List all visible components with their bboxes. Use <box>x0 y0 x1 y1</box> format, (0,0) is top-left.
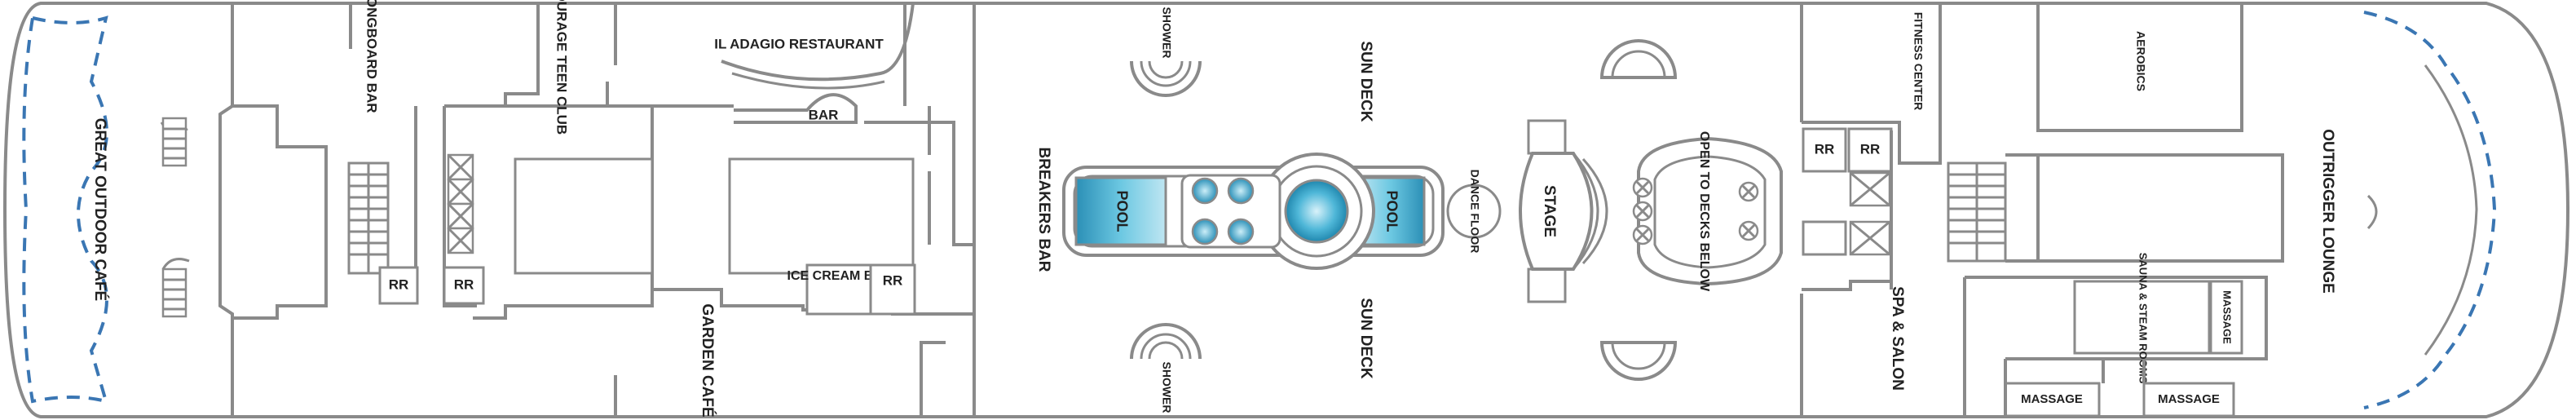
label-rr-4: RR <box>1815 141 1835 157</box>
massage-room-bottom-1 <box>2004 382 2101 418</box>
cafe-stairs-top <box>160 117 188 167</box>
label-longboard-bar: LONGBOARD BAR <box>364 0 380 113</box>
open-to-decks-below <box>1632 136 1783 286</box>
massage-room-bottom-2 <box>2142 382 2235 418</box>
label-massage-1: MASSAGE <box>2221 290 2234 344</box>
label-open-to-decks-below: OPEN TO DECKS BELOW <box>1697 131 1711 292</box>
seating-top <box>1599 39 1678 79</box>
pool-left <box>1074 176 1167 246</box>
label-great-outdoor-cafe: GREAT OUTDOOR CAFÉ <box>91 118 109 301</box>
label-sun-deck-top: SUN DECK <box>1357 41 1374 122</box>
fitness-walls <box>1802 3 2243 165</box>
outrigger-glass-dashed <box>2363 11 2497 409</box>
stage <box>1519 119 1608 303</box>
massage-partitions <box>2004 359 2146 417</box>
cafe-wall-left <box>218 3 234 417</box>
hot-tub-1 <box>1191 177 1219 205</box>
teen-club-walls <box>443 104 654 320</box>
il-adagio-curve-2 <box>731 72 885 90</box>
hot-tub-2 <box>1227 177 1255 205</box>
label-outrigger-lounge: OUTRIGGER LOUNGE <box>2319 129 2336 294</box>
label-pool-right: POOL <box>1383 190 1400 232</box>
ice-cream-bar-room <box>805 263 872 316</box>
teen-club-top-wall <box>444 3 540 108</box>
bar-counter <box>734 93 858 124</box>
shower-bottom <box>1130 323 1202 360</box>
pool-complex <box>1062 153 1445 270</box>
hot-tub-3 <box>1191 218 1219 245</box>
label-bar: BAR <box>809 107 839 122</box>
label-ice-cream-bar: ICE CREAM BAR <box>787 269 893 283</box>
label-entourage-teen-club: ENTOURAGE TEEN CLUB <box>554 0 570 135</box>
spa-partition <box>1802 130 1893 291</box>
longboard-stairs <box>347 161 390 275</box>
label-ice-cream-bar-text: ICE CREAM BAR <box>787 269 893 283</box>
outrigger-outer-wall <box>2424 64 2478 356</box>
label-dance-floor: DANCE FLOOR <box>1468 170 1481 254</box>
rr-room-2 <box>443 266 485 305</box>
hot-tub-4 <box>1227 218 1255 245</box>
teen-club-inner-room <box>514 157 654 275</box>
rr-room-1 <box>378 266 419 305</box>
label-rr-1: RR <box>389 276 409 292</box>
label-rr-2: RR <box>454 276 474 292</box>
label-aerobics: AEROBICS <box>2134 31 2147 91</box>
label-rr-3: RR <box>883 272 903 288</box>
label-massage-3: MASSAGE <box>2158 392 2220 406</box>
label-fitness-center: FITNESS CENTER <box>1912 12 1925 111</box>
seating-bottom <box>1599 341 1678 381</box>
dance-floor <box>1446 183 1502 239</box>
garden-cafe-inner-room <box>728 157 915 275</box>
garden-cafe-bottom-wall <box>614 341 946 417</box>
garden-cafe-partition <box>903 3 931 245</box>
cafe-stairs-bottom <box>161 258 190 318</box>
label-sauna-steam-rooms: SAUNA & STEAM ROOMS <box>2137 253 2150 384</box>
spa-lockers <box>1802 171 1891 256</box>
label-breakers-bar: BREAKERS BAR <box>1035 147 1052 272</box>
label-sun-deck-bottom: SUN DECK <box>1357 298 1374 379</box>
outrigger-lounge-walls <box>2266 153 2284 263</box>
rr-room-3 <box>869 263 916 316</box>
label-massage-2: MASSAGE <box>2021 392 2083 406</box>
cafe-glass-dashed <box>22 15 108 404</box>
teen-club-divider <box>606 3 617 106</box>
teen-club-stairs <box>447 153 474 254</box>
label-shower-bottom: SHOWER <box>1160 362 1173 413</box>
label-il-adagio-restaurant: IL ADAGIO RESTAURANT <box>714 36 884 51</box>
sauna-room <box>2073 280 2211 355</box>
longboard-partition <box>349 3 417 267</box>
label-pool-left: POOL <box>1114 190 1130 232</box>
shower-top <box>1130 60 1202 97</box>
label-stage: STAGE <box>1541 185 1558 237</box>
spa-main-walls <box>2005 153 2284 263</box>
label-rr-5: RR <box>1860 141 1881 157</box>
longboard-bar-walls <box>232 104 328 320</box>
sauna-walls <box>1963 276 2268 417</box>
rr-room-4 <box>1802 127 1847 173</box>
outrigger-curve <box>2366 194 2378 230</box>
label-shower-top: SHOWER <box>1160 7 1173 59</box>
massage-room-vertical <box>2209 280 2243 355</box>
label-spa-salon: SPA & SALON <box>1889 286 1906 391</box>
label-garden-cafe: GARDEN CAFÉ <box>699 303 717 417</box>
spa-stairs <box>1947 161 2007 263</box>
